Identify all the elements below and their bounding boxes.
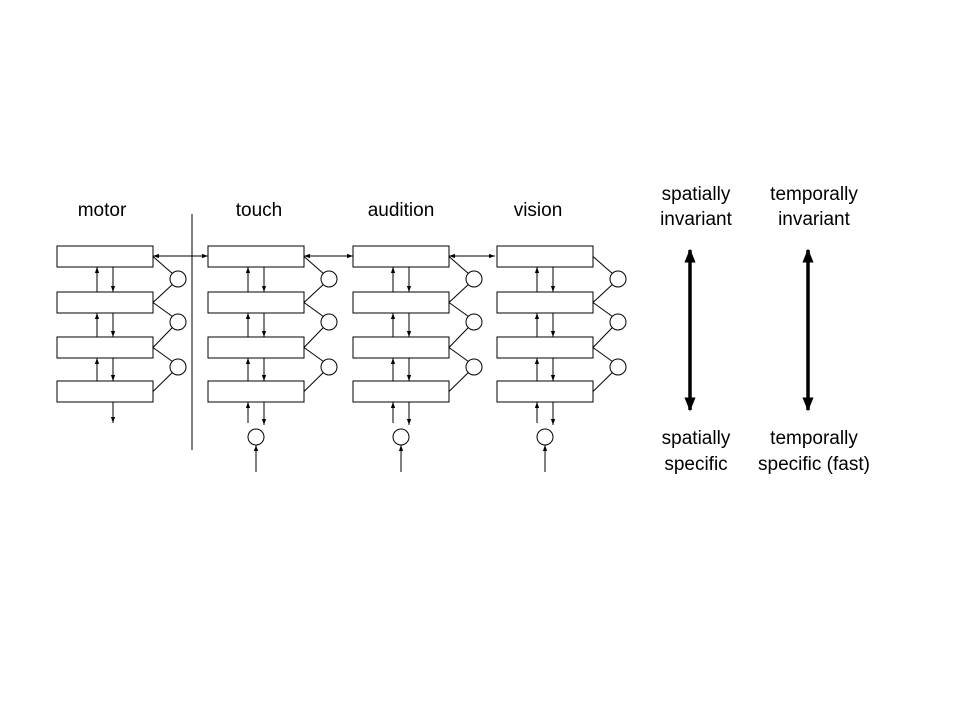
vision-level-2-box xyxy=(496,291,594,314)
motor-side-node-2 xyxy=(169,313,187,331)
touch-node-1-link-upper xyxy=(303,256,324,274)
vision-node-1-link-lower xyxy=(592,284,613,303)
temporal-top-label-line1: temporally xyxy=(770,184,858,205)
temporal-bottom-label-line1: temporally xyxy=(770,428,858,449)
vision-level-3-box xyxy=(496,336,594,359)
vision-input-node xyxy=(536,428,554,446)
touch-node-2-link-lower xyxy=(303,327,324,348)
audition-node-2-link-upper xyxy=(448,302,469,317)
temporal-top-label-line2: invariant xyxy=(778,209,851,230)
motor-side-node-3 xyxy=(169,358,187,376)
touch-level-4-box xyxy=(207,380,305,403)
touch-node-3-link-lower xyxy=(303,372,324,392)
touch-node-1-link-lower xyxy=(303,284,324,303)
vision-level-4-box xyxy=(496,380,594,403)
touch-input-node xyxy=(247,428,265,446)
touch-side-node-2 xyxy=(320,313,338,331)
motor-node-1-link-lower xyxy=(152,284,173,303)
audition-node-2-link-lower xyxy=(448,327,469,348)
temporal-bottom-label-line2: specific (fast) xyxy=(758,454,870,475)
motor-node-3-link-upper xyxy=(152,347,173,362)
motor-node-3-link-lower xyxy=(152,372,173,392)
motor-level-3-box xyxy=(56,336,154,359)
column-label-audition: audition xyxy=(368,200,435,221)
audition-node-3-link-upper xyxy=(448,347,469,362)
touch-level-2-box xyxy=(207,291,305,314)
vision-node-2-link-upper xyxy=(592,302,613,317)
touch-side-node-3 xyxy=(320,358,338,376)
columns-group xyxy=(56,245,627,472)
audition-level-3-box xyxy=(352,336,450,359)
vision-node-2-link-lower xyxy=(592,327,613,348)
motor-node-2-link-upper xyxy=(152,302,173,317)
motor-level-1-box xyxy=(56,245,154,268)
motor-level-2-box xyxy=(56,291,154,314)
vision-side-node-1 xyxy=(609,270,627,288)
audition-node-1-link-lower xyxy=(448,284,469,303)
audition-input-node xyxy=(392,428,410,446)
audition-side-node-2 xyxy=(465,313,483,331)
spatial-bottom-label-line2: specific xyxy=(664,454,727,475)
audition-level-4-box xyxy=(352,380,450,403)
touch-side-node-1 xyxy=(320,270,338,288)
touch-node-2-link-upper xyxy=(303,302,324,317)
vision-side-node-2 xyxy=(609,313,627,331)
vision-level-1-box xyxy=(496,245,594,268)
audition-node-1-link-upper xyxy=(448,256,469,274)
touch-level-3-box xyxy=(207,336,305,359)
audition-side-node-1 xyxy=(465,270,483,288)
spatial-top-label-line2: invariant xyxy=(660,209,733,230)
column-label-vision: vision xyxy=(514,200,563,221)
audition-level-2-box xyxy=(352,291,450,314)
column-label-motor: motor xyxy=(78,200,127,221)
touch-level-1-box xyxy=(207,245,305,268)
motor-side-node-1 xyxy=(169,270,187,288)
vision-node-3-link-upper xyxy=(592,347,613,362)
audition-level-1-box xyxy=(352,245,450,268)
motor-node-1-link-upper xyxy=(152,256,173,274)
column-label-touch: touch xyxy=(236,200,282,221)
vision-node-3-link-lower xyxy=(592,372,613,392)
spatial-bottom-label-line1: spatially xyxy=(662,428,731,449)
vision-side-node-3 xyxy=(609,358,627,376)
motor-node-2-link-lower xyxy=(152,327,173,348)
motor-level-4-box xyxy=(56,380,154,403)
audition-side-node-3 xyxy=(465,358,483,376)
touch-node-3-link-upper xyxy=(303,347,324,362)
audition-node-3-link-lower xyxy=(448,372,469,392)
spatial-top-label-line1: spatially xyxy=(662,184,731,205)
vision-node-1-link-upper xyxy=(592,256,613,274)
